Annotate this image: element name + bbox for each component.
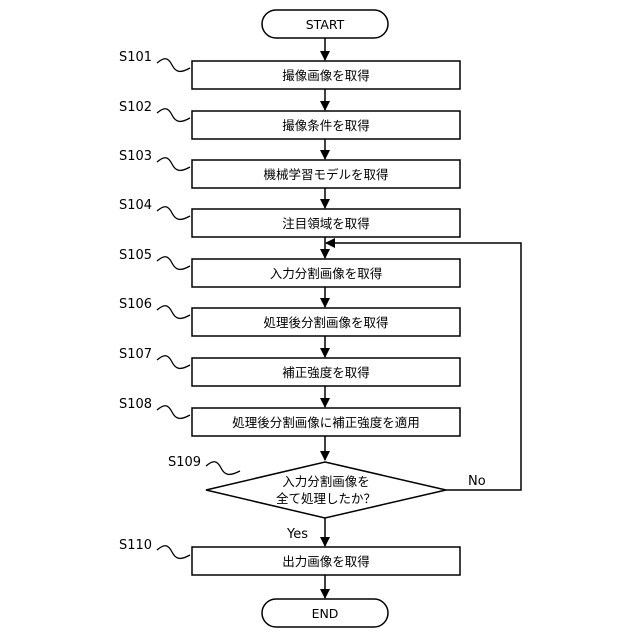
- step-text: 入力分割画像を取得: [270, 266, 383, 281]
- yes-label: Yes: [286, 527, 308, 542]
- step-leader: [157, 59, 190, 72]
- step-s104: 注目領域を取得 S104: [119, 198, 460, 237]
- decision-diamond: [206, 462, 446, 518]
- decision-s109: 入力分割画像を 全て処理したか？ S109: [168, 455, 446, 518]
- step-text: 撮像画像を取得: [282, 68, 370, 83]
- step-id: S103: [119, 149, 152, 164]
- start-label: START: [306, 17, 345, 32]
- step-s101: 撮像画像を取得 S101: [119, 50, 460, 89]
- step-text: 処理後分割画像を取得: [263, 315, 388, 330]
- step-leader: [157, 306, 190, 319]
- step-leader: [157, 257, 190, 270]
- step-s108: 処理後分割画像に補正強度を適用 S108: [119, 397, 460, 436]
- step-text: 注目領域を取得: [282, 216, 370, 231]
- step-leader: [157, 207, 190, 220]
- step-text: 撮像条件を取得: [282, 118, 370, 133]
- step-id: S102: [119, 100, 152, 115]
- step-id: S101: [119, 50, 152, 65]
- decision-text-line2: 全て処理したか？: [276, 491, 376, 506]
- decision-leader: [206, 462, 240, 475]
- no-label: No: [468, 474, 486, 489]
- step-s105: 入力分割画像を取得 S105: [119, 248, 460, 287]
- step-text: 処理後分割画像に補正強度を適用: [232, 415, 420, 430]
- step-leader: [157, 356, 190, 369]
- decision-id: S109: [168, 455, 201, 470]
- step-leader: [157, 546, 190, 559]
- step-leader: [157, 158, 190, 171]
- step-id: S106: [119, 297, 152, 312]
- step-id: S110: [119, 538, 152, 553]
- step-s107: 補正強度を取得 S107: [119, 347, 460, 386]
- step-leader: [157, 406, 190, 419]
- end-label: END: [312, 606, 339, 621]
- step-id: S108: [119, 397, 152, 412]
- step-s102: 撮像条件を取得 S102: [119, 100, 460, 139]
- decision-text-line1: 入力分割画像を: [282, 474, 370, 489]
- step-id: S105: [119, 248, 152, 263]
- step-id: S107: [119, 347, 152, 362]
- step-id: S104: [119, 198, 152, 213]
- step-s106: 処理後分割画像を取得 S106: [119, 297, 460, 336]
- step-text: 出力画像を取得: [282, 554, 370, 569]
- step-s103: 機械学習モデルを取得 S103: [119, 149, 460, 188]
- step-text: 補正強度を取得: [282, 365, 370, 380]
- step-text: 機械学習モデルを取得: [263, 167, 388, 182]
- step-leader: [157, 109, 190, 122]
- step-s110: 出力画像を取得 S110: [119, 538, 460, 575]
